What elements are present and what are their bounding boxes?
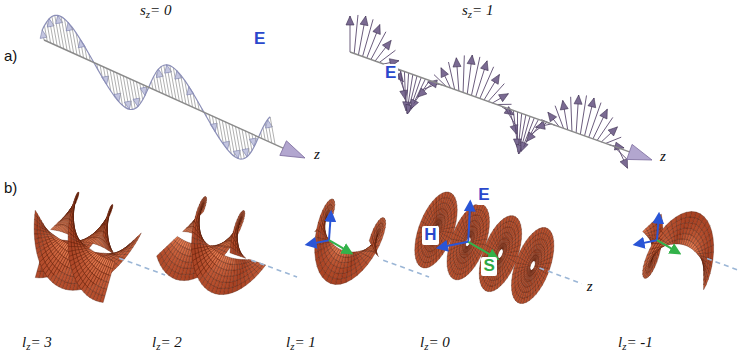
propagation-axis xyxy=(350,52,635,154)
field-vector xyxy=(130,79,135,109)
field-vector xyxy=(463,55,464,92)
wavefront-facet xyxy=(35,271,40,278)
vector-tip xyxy=(620,158,627,168)
field-vector xyxy=(127,77,133,109)
wavefront-facet xyxy=(351,256,354,261)
wavefront-facet xyxy=(121,247,126,251)
vector-tip xyxy=(521,142,528,152)
vector-tip xyxy=(411,99,419,109)
field-envelope xyxy=(42,15,270,159)
field-vector xyxy=(61,16,67,50)
wavefront-facet xyxy=(470,232,473,238)
field-vector xyxy=(170,65,176,99)
wavefront-facet xyxy=(237,269,240,275)
wavefront-facet xyxy=(471,226,474,232)
wavefront-facet xyxy=(99,239,102,246)
field-vector xyxy=(597,117,613,140)
vector-tip xyxy=(510,124,518,134)
field-vector xyxy=(354,15,358,54)
vector-tip xyxy=(574,95,582,104)
wavefront-facet xyxy=(470,232,473,237)
helical-wavefronts xyxy=(34,192,739,303)
field-vector xyxy=(605,137,621,143)
wavefront-facet xyxy=(439,214,442,220)
vector-tip xyxy=(481,61,489,71)
vector-tip xyxy=(491,74,499,84)
field-vector xyxy=(235,126,241,159)
wavefront-facet xyxy=(136,233,141,239)
field-vector xyxy=(44,26,47,42)
field-vector xyxy=(404,72,405,107)
wavefront-facet xyxy=(645,233,649,235)
wavefront-facet xyxy=(439,193,443,200)
field-vector xyxy=(492,94,508,103)
field-vector xyxy=(484,74,499,100)
wavefront-facet xyxy=(469,245,470,250)
axis-arrowhead xyxy=(280,141,305,158)
vector-tip xyxy=(453,58,461,67)
field-vector xyxy=(593,109,607,139)
wavefront-facet xyxy=(438,220,441,226)
field-vector xyxy=(151,81,152,89)
field-vector xyxy=(239,128,245,159)
field-vector xyxy=(414,81,430,104)
vector-tip xyxy=(608,127,617,136)
field-vector xyxy=(480,67,494,99)
wavefront-facet xyxy=(65,226,68,233)
vector-tip xyxy=(600,109,608,119)
vector-tip xyxy=(560,100,568,110)
field-vector xyxy=(571,97,572,132)
vector-tip xyxy=(382,40,391,50)
vector-tip xyxy=(346,16,354,25)
vector-tip xyxy=(441,68,448,78)
vector-tip xyxy=(467,55,475,64)
field-vector xyxy=(580,95,586,134)
wavefront-facet xyxy=(325,202,328,210)
vector-tip xyxy=(499,94,509,102)
wavefront-facet xyxy=(703,269,705,276)
field-vector xyxy=(367,25,380,58)
wavefront-facet xyxy=(708,252,711,258)
axis-arrowhead xyxy=(627,144,652,160)
field-vector xyxy=(363,19,374,56)
propagation-axis xyxy=(44,40,289,151)
vector-tip xyxy=(527,132,536,142)
wavefront-facet xyxy=(680,234,683,239)
wavefront-facet xyxy=(237,264,240,270)
vector-tip xyxy=(588,98,596,108)
wavefront-facet xyxy=(437,220,439,226)
wavefront-facet xyxy=(438,220,441,225)
wavefront-facet xyxy=(157,253,162,261)
wavefront-facet xyxy=(702,260,704,266)
field-vector xyxy=(523,120,538,148)
field-vector xyxy=(154,76,157,90)
vector-tip xyxy=(536,121,546,129)
wavefront-facet xyxy=(436,195,439,202)
vector-tip xyxy=(373,25,380,35)
wavefront-facet xyxy=(501,257,502,262)
wavefront-facet xyxy=(469,232,471,238)
field-vector xyxy=(263,127,265,139)
field-vector xyxy=(471,57,479,96)
wavefront-facet xyxy=(677,239,679,244)
field-vector xyxy=(375,40,391,61)
wavefront-facet xyxy=(468,245,470,250)
vector-tip xyxy=(548,112,557,122)
vector-tip xyxy=(360,16,368,26)
field-vector xyxy=(270,117,275,144)
field-vector xyxy=(589,103,601,138)
polarization-waves xyxy=(40,15,652,168)
field-vector xyxy=(513,111,517,142)
